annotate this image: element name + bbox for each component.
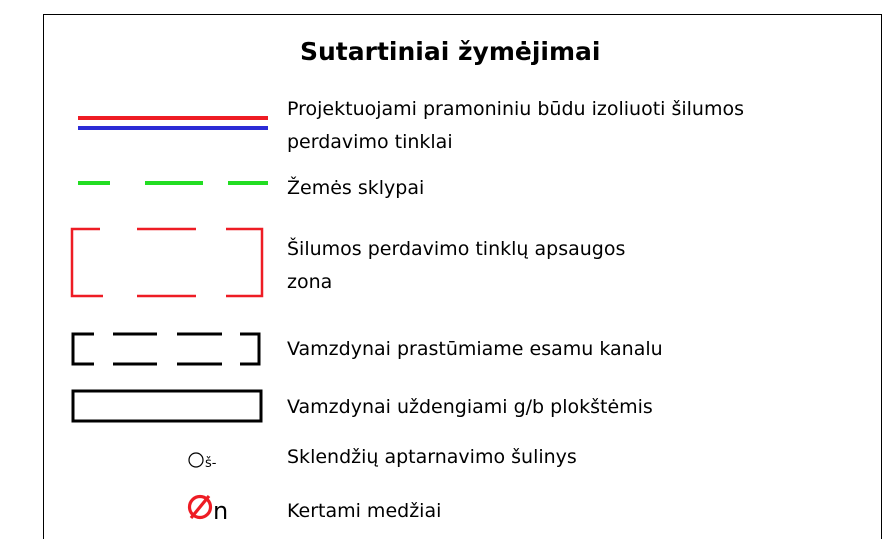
- crossed-circle-sublabel: n: [213, 497, 229, 525]
- legend-item-3-line2: zona: [287, 271, 333, 293]
- legend-title: Sutartiniai žymėjimai: [300, 37, 601, 66]
- legend-item-2-label: Žemės sklypai: [287, 177, 425, 199]
- red-dashed-rectangle-icon: [70, 227, 264, 298]
- legend-frame: [43, 14, 882, 539]
- black-dashed-rectangle-icon: [71, 332, 261, 366]
- legend-item-6-label: Sklendžių aptarnavimo šulinys: [287, 446, 577, 468]
- legend-item-4-label: Vamzdynai prastūmiame esamu kanalu: [287, 338, 663, 360]
- legend-item-7-label: Kertami medžiai: [287, 500, 442, 522]
- legend-item-5-label: Vamzdynai uždengiami g/b plokštėmis: [287, 396, 653, 418]
- legend-item-3-line1: Šilumos perdavimo tinklų apsaugos: [287, 238, 626, 260]
- legend-item-1-line1: Projektuojami pramoniniu būdu izoliuoti …: [287, 98, 744, 120]
- crossed-circle-icon: [187, 494, 213, 520]
- circle-sublabel: š-: [205, 456, 217, 471]
- legend-item-1-line2: perdavimo tinklai: [287, 131, 453, 153]
- circle-icon: [188, 452, 204, 468]
- black-solid-rectangle-icon: [71, 389, 263, 423]
- double-line-red-blue-icon: [78, 116, 268, 130]
